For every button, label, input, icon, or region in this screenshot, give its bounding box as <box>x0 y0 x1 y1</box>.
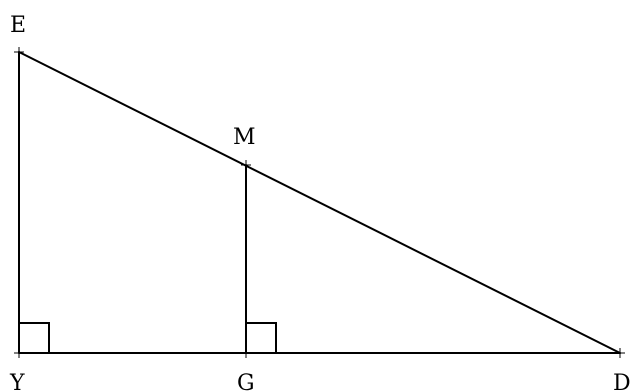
point-E-tick <box>14 47 24 57</box>
label-D: D <box>613 371 631 391</box>
right-angle-G <box>246 322 277 353</box>
point-G-tick <box>241 348 251 358</box>
point-Y-tick <box>14 348 24 358</box>
label-M: M <box>233 125 256 150</box>
point-M-tick <box>241 160 251 170</box>
point-D-tick <box>615 348 625 358</box>
label-E: E <box>10 13 26 38</box>
label-G: G <box>237 371 255 391</box>
right-angle-Y <box>19 322 50 353</box>
label-Y: Y <box>9 371 25 391</box>
segment-ED <box>18 51 621 354</box>
